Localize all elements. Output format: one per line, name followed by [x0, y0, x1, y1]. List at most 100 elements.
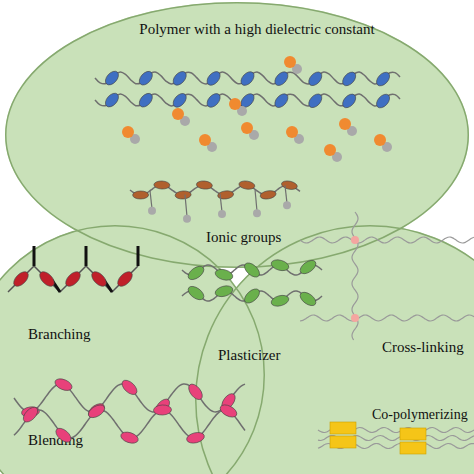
- copolymer-chain: [318, 428, 474, 433]
- plasticized-monomer-bead: [214, 268, 234, 282]
- blend-monomer-bead: [53, 377, 73, 393]
- overlap-label: Ionic groups: [206, 228, 281, 246]
- polymer-backbone: [14, 384, 245, 412]
- branch-stub: [52, 280, 60, 292]
- cation-sphere: [324, 144, 336, 156]
- blend-monomer-bead: [153, 405, 171, 416]
- ellipse-border: [196, 226, 474, 474]
- anion-sphere: [294, 134, 304, 144]
- branch-stub: [85, 246, 88, 266]
- blend-monomer-bead: [186, 382, 205, 402]
- cation-sphere: [284, 56, 296, 68]
- branched-monomer-bead: [37, 269, 57, 289]
- monomer-bead: [103, 69, 121, 88]
- blend-monomer-bead: [86, 402, 107, 420]
- monomer-bead: [272, 69, 290, 88]
- branched-monomer-bead: [89, 269, 109, 289]
- pendant-bond: [185, 195, 187, 217]
- polymer-backbone: [182, 265, 322, 275]
- monomer-bead: [238, 91, 256, 110]
- branched-monomer-bead: [11, 269, 31, 289]
- anion-sphere: [237, 106, 247, 116]
- ionic-monomer-bead: [196, 180, 213, 190]
- copolymer-chain: [318, 443, 474, 448]
- polymer-backbone: [95, 72, 400, 84]
- branched-monomer-bead: [115, 269, 135, 289]
- plasticized-monomer-bead: [186, 284, 206, 303]
- anion-sphere: [347, 126, 357, 136]
- anion-sphere: [180, 116, 190, 126]
- polymer-backbone: [130, 185, 300, 195]
- blend-monomer-bead: [119, 430, 139, 445]
- plasticized-monomer-bead: [270, 258, 290, 272]
- monomer-bead: [374, 92, 392, 111]
- monomer-bead: [374, 70, 392, 89]
- blend-monomer-bead: [21, 405, 41, 425]
- blend-monomer-bead: [21, 406, 40, 418]
- polymer-backbone: [182, 291, 322, 301]
- monomer-bead: [137, 69, 155, 88]
- monomer-bead: [238, 69, 256, 88]
- cation-sphere: [241, 122, 253, 134]
- plasticized-monomer-bead: [298, 290, 318, 309]
- cation-sphere: [229, 98, 241, 110]
- monomer-bead: [306, 70, 324, 89]
- branch-stub: [33, 246, 36, 266]
- pendant-bond: [255, 189, 257, 211]
- ionic-group: [148, 207, 156, 215]
- ionic-monomer-bead: [260, 189, 277, 200]
- monomer-bead: [205, 91, 223, 110]
- blend-monomer-bead: [53, 426, 73, 445]
- blend-monomer-bead: [219, 391, 238, 411]
- ionic-group: [218, 210, 226, 218]
- method-label: Cross-linking: [382, 338, 464, 356]
- cation-sphere: [286, 126, 298, 138]
- cation-sphere: [199, 134, 211, 146]
- anion-sphere: [207, 142, 217, 152]
- monomer-bead: [171, 91, 189, 110]
- plasticized-monomer-bead: [214, 284, 234, 298]
- ionic-monomer-bead: [175, 190, 192, 199]
- plasticized-monomer-bead: [270, 294, 290, 308]
- monomer-bead: [272, 91, 290, 110]
- pendant-bond: [150, 191, 152, 209]
- blend-monomer-bead: [153, 397, 172, 417]
- blend-monomer-bead: [218, 402, 239, 419]
- region-heading: Polymer with a high dielectric constant: [45, 20, 469, 38]
- monomer-bead: [205, 69, 223, 88]
- polymer-backbone: [14, 410, 245, 438]
- ionic-group: [253, 209, 261, 217]
- ionic-monomer-bead: [238, 180, 255, 190]
- method-label: Blending: [28, 431, 83, 449]
- plasticized-monomer-bead: [186, 264, 206, 283]
- network-chain: [352, 212, 358, 340]
- blend-monomer-bead: [119, 378, 139, 398]
- monomer-bead: [171, 69, 189, 88]
- method-label: Co-polymerizing: [372, 406, 468, 424]
- anion-sphere: [249, 130, 259, 140]
- network-chain: [300, 315, 474, 321]
- ionic-monomer-bead: [133, 191, 149, 199]
- blend-monomer-bead: [186, 431, 206, 445]
- plasticized-monomer-bead: [242, 260, 262, 279]
- blend-monomer-bead: [86, 401, 106, 419]
- cation-sphere: [339, 118, 351, 130]
- comonomer-block: [330, 436, 356, 448]
- ionic-monomer-bead: [217, 190, 234, 200]
- monomer-bead: [340, 70, 358, 89]
- polymer-backbone: [8, 266, 138, 292]
- cation-sphere: [172, 108, 184, 120]
- region-fill: [195, 225, 474, 474]
- ionic-monomer-bead: [281, 180, 298, 191]
- pendant-bond: [220, 194, 222, 212]
- anion-sphere: [332, 152, 342, 162]
- network-chain: [300, 237, 474, 243]
- pendant-bond: [285, 185, 287, 203]
- comonomer-block: [400, 442, 426, 454]
- polymer-backbone: [95, 94, 400, 106]
- comonomer-block: [330, 422, 356, 434]
- monomer-bead: [137, 91, 155, 110]
- branch-stub: [104, 280, 112, 292]
- overlap-label: Plasticizer: [218, 346, 280, 364]
- anion-sphere: [130, 134, 140, 144]
